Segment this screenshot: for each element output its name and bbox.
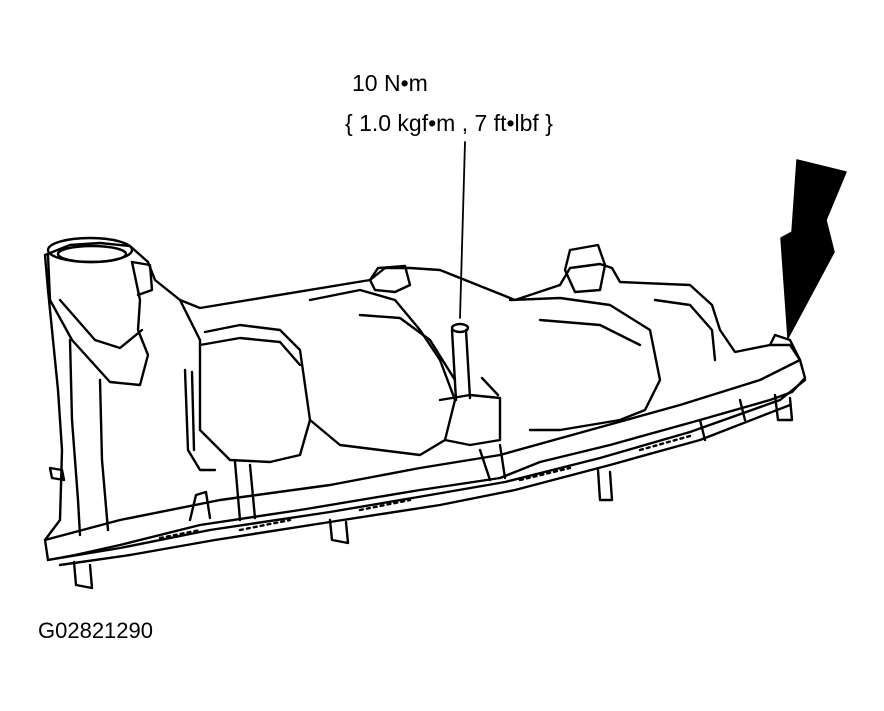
direction-arrow-icon [780, 159, 847, 339]
callout-leader-line [459, 141, 466, 319]
torque-spec-metric: 10 N•m [352, 70, 428, 96]
figure-id: G02821290 [38, 618, 153, 643]
torque-spec-alternate: { 1.0 kgf•m , 7 ft•lbf } [345, 110, 553, 136]
air-intake-cover-icon [43, 236, 807, 590]
